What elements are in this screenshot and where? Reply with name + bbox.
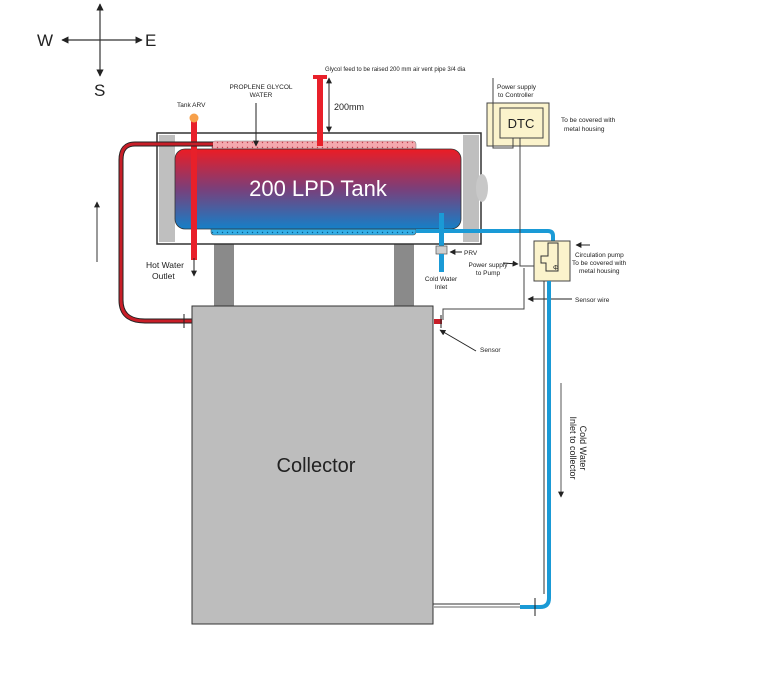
hot-loop-pipe bbox=[119, 142, 213, 323]
tank-arv-valve bbox=[189, 113, 199, 123]
sensor-wire-label: Sensor wire bbox=[575, 297, 610, 304]
cold-water-inlet-label-2: Inlet bbox=[435, 284, 447, 291]
cold-pipe-to-pump bbox=[416, 229, 555, 243]
prv-label: PRV bbox=[464, 250, 478, 257]
stand-leg-left bbox=[214, 244, 234, 306]
collector-label: Collector bbox=[277, 455, 356, 477]
propylene-glycol-label-1: PROPLENE GLYCOL bbox=[229, 84, 292, 91]
power-supply-pump-label-1: Power supply bbox=[468, 262, 508, 269]
compass: W E S bbox=[37, 3, 156, 100]
cold-water-collector-label-1: Cold Water bbox=[578, 426, 588, 471]
controller-note-2: metal housing bbox=[564, 126, 605, 133]
sensor-arrow bbox=[439, 329, 477, 352]
prv-valve bbox=[435, 245, 448, 255]
compass-east: E bbox=[145, 31, 156, 50]
cold-return-pipe bbox=[520, 281, 551, 609]
power-supply-controller-label-1: Power supply bbox=[497, 84, 537, 91]
cold-water-collector-label: Cold Water Inlet to collector bbox=[568, 416, 588, 479]
controller-note-1: To be covered with bbox=[561, 117, 616, 124]
tank bbox=[174, 148, 462, 230]
circulation-pump bbox=[540, 242, 559, 272]
sensor bbox=[434, 319, 442, 324]
collector bbox=[191, 305, 434, 625]
tank-arv-label: Tank ARV bbox=[177, 102, 206, 109]
compass-west: W bbox=[37, 31, 53, 50]
sensor-wire bbox=[442, 268, 525, 320]
pump-symbol: Φ bbox=[553, 265, 559, 272]
tank-endcap bbox=[476, 174, 488, 202]
stand-leg-right bbox=[394, 244, 414, 306]
cold-water-collector-label-2: Inlet to collector bbox=[568, 416, 578, 479]
power-supply-pump-label-2: to Pump bbox=[476, 270, 501, 277]
hot-water-outlet-pipe bbox=[191, 118, 197, 260]
dtc-label: DTC bbox=[508, 116, 535, 131]
pump-housing bbox=[533, 240, 571, 282]
propylene-glycol-label-2: WATER bbox=[250, 92, 273, 99]
controller-power-wire bbox=[492, 78, 514, 149]
frame-side-left bbox=[159, 135, 175, 242]
cold-inlet-pipe bbox=[439, 254, 444, 272]
glycol-vent-pipe bbox=[317, 76, 323, 146]
pump-power-wire bbox=[519, 138, 540, 267]
glycol-vent-cap bbox=[313, 75, 327, 79]
power-supply-pump-arrow bbox=[502, 260, 519, 267]
sensor-label: Sensor bbox=[480, 347, 501, 354]
hot-water-outlet-label-1: Hot Water bbox=[146, 260, 184, 270]
tank-title: 200 LPD Tank bbox=[249, 176, 388, 201]
hot-water-outlet-label-2: Outlet bbox=[152, 271, 175, 281]
glycol-feed-label: Glycol feed to be raised 200 mm air vent… bbox=[325, 67, 466, 73]
dimension-label: 200mm bbox=[334, 102, 364, 112]
pump-label-3: metal housing bbox=[579, 268, 620, 275]
dtc-controller bbox=[499, 107, 544, 139]
compass-south: S bbox=[94, 81, 105, 100]
pump-label-2: To be covered with bbox=[572, 260, 627, 267]
cold-water-inlet-label-1: Cold Water bbox=[425, 276, 458, 283]
power-supply-controller-label-2: to Controller bbox=[498, 92, 534, 99]
frame-side-right bbox=[463, 135, 479, 242]
pump-label-1: Circulation pump bbox=[575, 252, 624, 259]
glycol-jacket-dots bbox=[212, 141, 416, 151]
